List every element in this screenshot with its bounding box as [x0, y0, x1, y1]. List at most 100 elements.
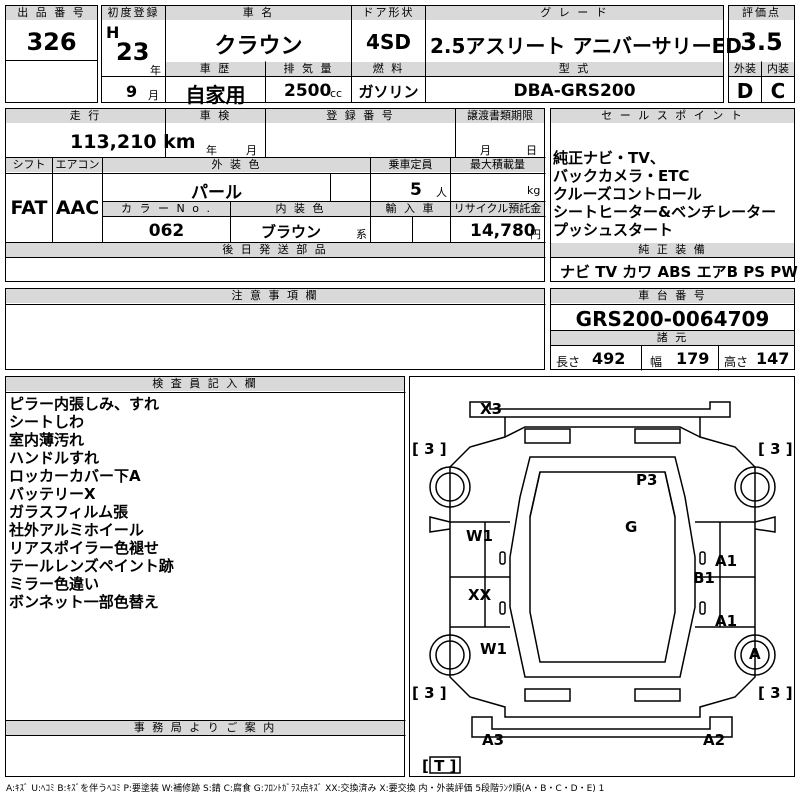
int-color-suffix: 系 — [356, 228, 367, 241]
office-header: 事 務 局 よ り ご 案 内 — [6, 721, 404, 735]
inspection-year-unit: 年 — [206, 144, 217, 157]
tire-fl: [ 3 ] — [412, 440, 447, 458]
damage-a1-lower: A1 — [715, 612, 738, 630]
max-load-header: 最大積載量 — [451, 158, 544, 172]
note-line: ロッカーカバー下A — [9, 467, 141, 485]
height-label: 高さ — [724, 355, 749, 369]
reg-no-header: 登 録 番 号 — [266, 109, 455, 123]
note-line: 社外アルミホイール — [9, 521, 144, 539]
tire-fr: [ 3 ] — [758, 440, 793, 458]
later-parts-header: 後 日 発 送 部 品 — [6, 243, 544, 257]
capacity: 5 — [410, 180, 422, 200]
sales-point: クルーズコントロール — [553, 185, 702, 203]
damage-g: G — [625, 518, 638, 536]
score: 3.5 — [740, 28, 783, 56]
displacement: 2500 — [284, 81, 332, 101]
capacity-header: 乗車定員 — [371, 158, 450, 172]
color-no: 062 — [148, 221, 185, 241]
shift: FAT — [10, 197, 48, 219]
lot-no: 326 — [26, 28, 77, 56]
interior-grade: C — [770, 79, 786, 103]
note-line: ピラー内張しみ、すれ — [9, 395, 160, 413]
reg-year: 23 — [116, 38, 150, 66]
spare-tire: [ T ] — [422, 757, 457, 775]
caution-header: 注 意 事 項 欄 — [6, 289, 544, 303]
specs-header: 諸 元 — [551, 331, 794, 345]
interior-header: 内装 — [762, 62, 794, 76]
inspector-header: 検 査 員 記 入 欄 — [6, 377, 404, 391]
fuel-header: 燃 料 — [352, 62, 425, 76]
inspection-month-unit: 月 — [246, 144, 257, 157]
deadline-month-unit: 月 — [480, 144, 491, 157]
reg-year-unit: 年 — [150, 64, 161, 77]
damage-a1-upper: A1 — [715, 552, 738, 570]
note-line: ボンネット一部色替え — [9, 593, 159, 611]
note-line: テールレンズペイント跡 — [9, 557, 174, 575]
recycle-fee: 14,780 — [470, 221, 536, 241]
color-no-header: カ ラ ー N o . — [103, 202, 230, 216]
damage-a3: A3 — [482, 731, 505, 749]
note-line: ミラー色違い — [9, 575, 100, 593]
displacement-unit: cc — [330, 87, 343, 100]
damage-x3: X3 — [480, 400, 503, 418]
exterior-grade: D — [736, 79, 754, 103]
note-line: シートしわ — [9, 413, 85, 431]
damage-b1: B1 — [693, 569, 715, 587]
height: 147 — [756, 349, 790, 368]
recycle-unit: 円 — [530, 228, 541, 241]
tire-rr: [ 3 ] — [758, 684, 793, 702]
deadline-day-unit: 日 — [526, 144, 537, 157]
capacity-unit: 人 — [436, 186, 447, 199]
import-header: 輸 入 車 — [371, 202, 450, 216]
model-code-header: 型 式 — [426, 62, 723, 76]
score-header: 評価点 — [729, 6, 794, 20]
tire-rl: [ 3 ] — [412, 684, 447, 702]
history-header: 車 歴 — [166, 62, 265, 76]
note-line: リアスポイラー色褪せ — [9, 539, 160, 557]
shift-header: シフト — [6, 158, 52, 172]
exterior-header: 外装 — [729, 62, 761, 76]
damage-xx: XX — [468, 586, 492, 604]
max-load-unit: kg — [527, 184, 541, 197]
chassis-no-header: 車 台 番 号 — [551, 289, 794, 303]
width-label: 幅 — [650, 355, 663, 369]
displacement-header: 排 気 量 — [266, 62, 351, 76]
ext-color-header: 外 装 色 — [103, 158, 370, 172]
damage-a-wheel: A — [749, 645, 761, 663]
note-line: バッテリーX — [9, 485, 96, 503]
aircon: AAC — [55, 197, 100, 219]
width: 179 — [676, 349, 710, 368]
first-reg-header: 初度登録 — [102, 6, 165, 20]
mileage-header: 走 行 — [6, 109, 165, 123]
chassis-no: GRS200-0064709 — [575, 307, 770, 331]
model-name: クラウン — [214, 34, 303, 59]
recycle-header: リサイクル預託金 — [451, 202, 544, 216]
car-diagram — [429, 401, 776, 774]
reg-month: 9 — [126, 82, 138, 101]
genuine-equipment-header: 純 正 装 備 — [551, 243, 794, 257]
inspector-notes: ピラー内張しみ、すれ シートしわ 室内薄汚れ ハンドルすれ ロッカーカバー下A … — [9, 395, 399, 611]
sales-point: 純正ナビ・TV、 — [553, 149, 665, 167]
note-line: ガラスフィルム張 — [9, 503, 129, 521]
aircon-header: エアコン — [53, 158, 102, 172]
genuine-equipment: ナビ TV カワ ABS エアB PS PW — [560, 263, 798, 281]
sales-points-header: セ ー ル ス ポ イ ン ト — [551, 109, 794, 123]
inspection-header: 車 検 — [166, 109, 265, 123]
damage-w1-front: W1 — [466, 527, 493, 545]
length-label: 長さ — [556, 355, 581, 369]
transfer-deadline-header: 譲渡書類期限 — [456, 109, 544, 123]
sales-point: シートヒーター&ベンチレーター — [553, 203, 777, 221]
grade: 2.5アスリート アニバーサリーED — [430, 34, 742, 58]
sales-point: プッシュスタート — [553, 221, 674, 239]
grade-header: グ レ ー ド — [426, 6, 723, 20]
sales-points-list: 純正ナビ・TV、 バックカメラ・ETC クルーズコントロール シートヒーター&ベ… — [553, 149, 793, 239]
note-line: ハンドルすれ — [9, 449, 100, 467]
int-color-header: 内 装 色 — [231, 202, 370, 216]
ext-color: パール — [191, 183, 242, 203]
legend: A:ｷｽﾞ U:ﾍｺﾐ B:ｷｽﾞを伴うﾍｺﾐ P:要塗装 W:補修跡 S:錆 … — [6, 784, 605, 794]
model-code: DBA-GRS200 — [513, 81, 636, 101]
damage-p3: P3 — [636, 471, 658, 489]
sales-point: バックカメラ・ETC — [553, 167, 690, 185]
door-header: ドア形状 — [352, 6, 425, 20]
